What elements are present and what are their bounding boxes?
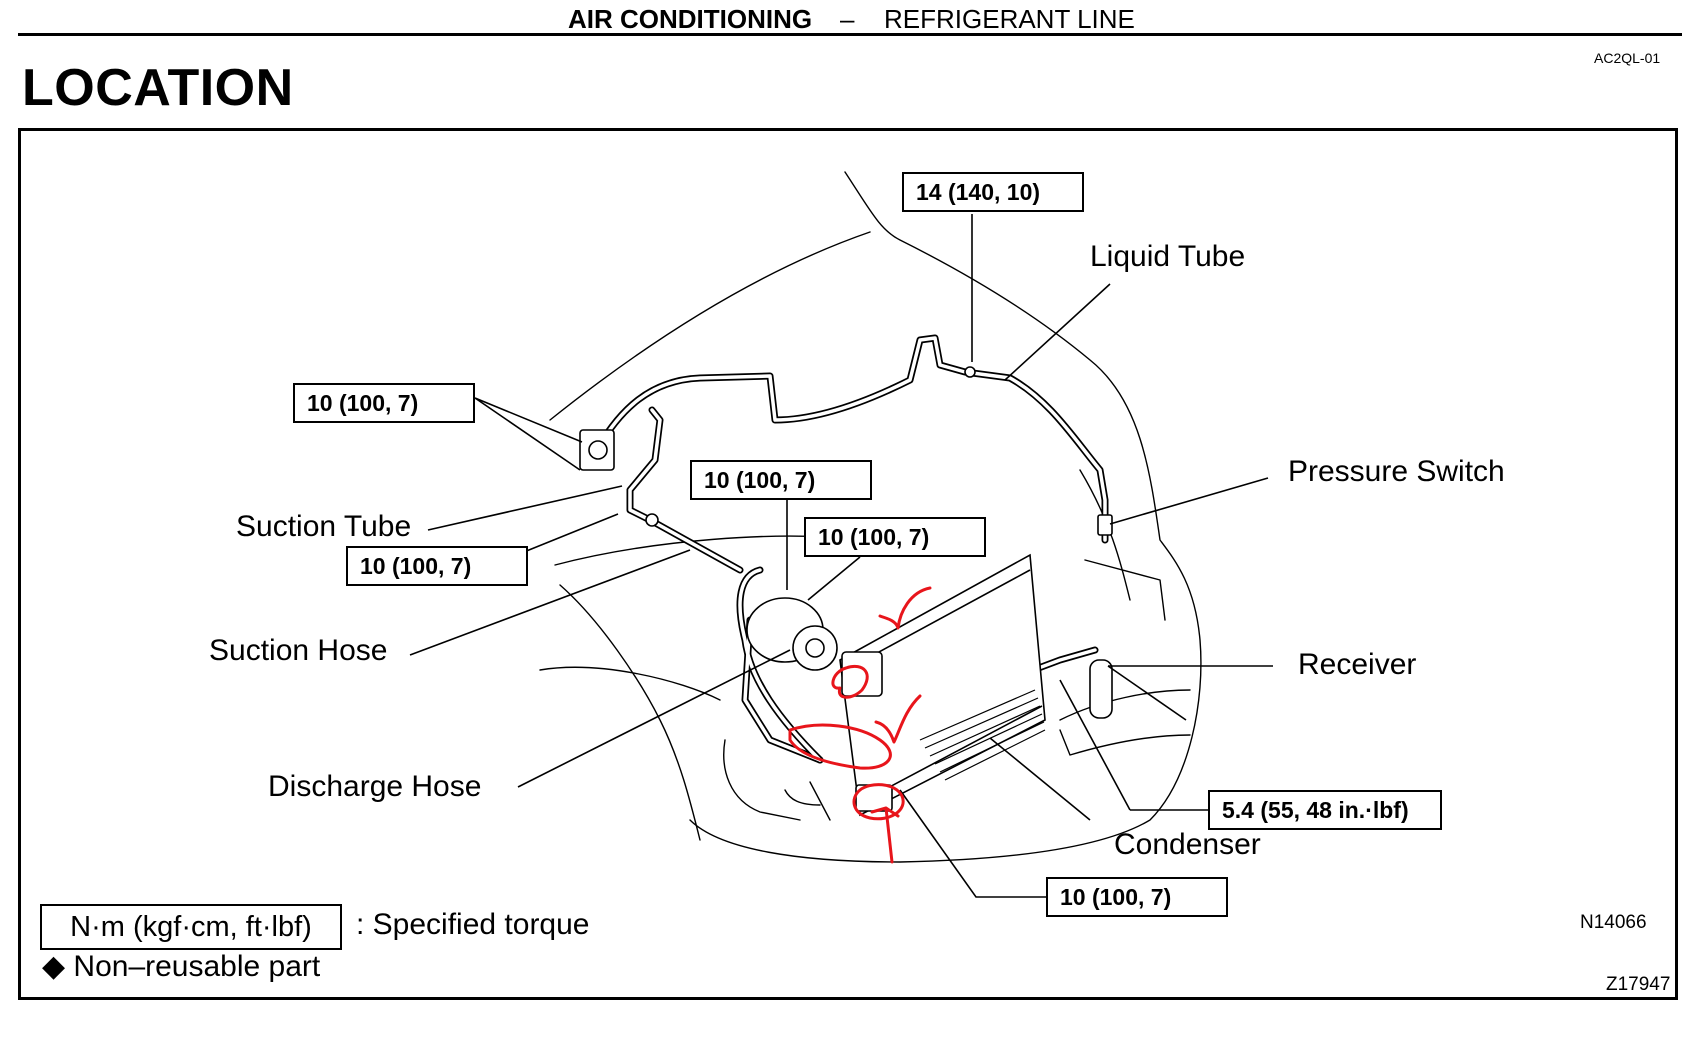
pressure-switch-body	[1097, 514, 1113, 536]
condenser-shape	[839, 553, 1046, 817]
torque-spec-condenser-bottom: 10 (100, 7)	[1046, 877, 1228, 917]
label-condenser: Condenser	[1114, 828, 1261, 861]
label-receiver: Receiver	[1298, 648, 1417, 681]
vehicle-outline	[539, 171, 1202, 863]
legend-non-reusable: ◆ Non–reusable part	[42, 950, 321, 983]
label-suction-hose: Suction Hose	[209, 634, 388, 667]
label-suction-tube: Suction Tube	[236, 510, 412, 543]
left-block-fitting	[579, 429, 615, 471]
header-separator: –	[840, 4, 855, 34]
header-rule	[18, 33, 1682, 36]
suction-joint	[645, 513, 659, 527]
page-title: LOCATION	[22, 59, 294, 117]
markup-circle-middle	[788, 723, 892, 770]
figure-id-secondary: Z17947	[1606, 974, 1671, 995]
leader-lines	[409, 214, 1273, 898]
torque-spec-left-block: 10 (100, 7)	[293, 383, 475, 423]
label-pressure-switch: Pressure Switch	[1288, 455, 1505, 488]
torque-spec-compressor-lower: 10 (100, 7)	[804, 517, 986, 557]
legend-unit-description: : Specified torque	[356, 908, 590, 941]
figure-id-primary: N14066	[1580, 912, 1647, 933]
diagram-frame	[18, 128, 1678, 1000]
markup-arrow-lower	[870, 806, 900, 864]
label-discharge-hose: Discharge Hose	[268, 770, 482, 803]
legend-unit-box: N·m (kgf·cm, ft·lbf)	[40, 904, 342, 950]
document-code: AC2QL-01	[1594, 50, 1661, 66]
torque-spec-receiver-bracket: 5.4 (55, 48 in.·lbf)	[1208, 790, 1442, 830]
liquid-tube-joint	[964, 366, 976, 378]
red-markup-annotations	[788, 586, 932, 864]
header-section: AIR CONDITIONING	[568, 4, 813, 34]
markup-circle-upper	[831, 665, 869, 699]
header-subsection: REFRIGERANT LINE	[884, 4, 1135, 34]
condenser-fins	[919, 689, 1046, 781]
label-liquid-tube: Liquid Tube	[1090, 240, 1246, 273]
markup-arrow-middle	[874, 694, 922, 744]
torque-spec-liquid-tube: 14 (140, 10)	[902, 172, 1084, 212]
markup-arrow-upper	[878, 586, 932, 630]
receiver-body	[1089, 659, 1113, 719]
condenser-upper-fitting	[841, 651, 883, 697]
components	[579, 366, 1113, 812]
torque-spec-suction-joint: 10 (100, 7)	[346, 546, 528, 586]
left-block-fitting-ring	[588, 440, 608, 460]
compressor-hub	[805, 638, 825, 658]
torque-spec-compressor-upper: 10 (100, 7)	[690, 460, 872, 500]
